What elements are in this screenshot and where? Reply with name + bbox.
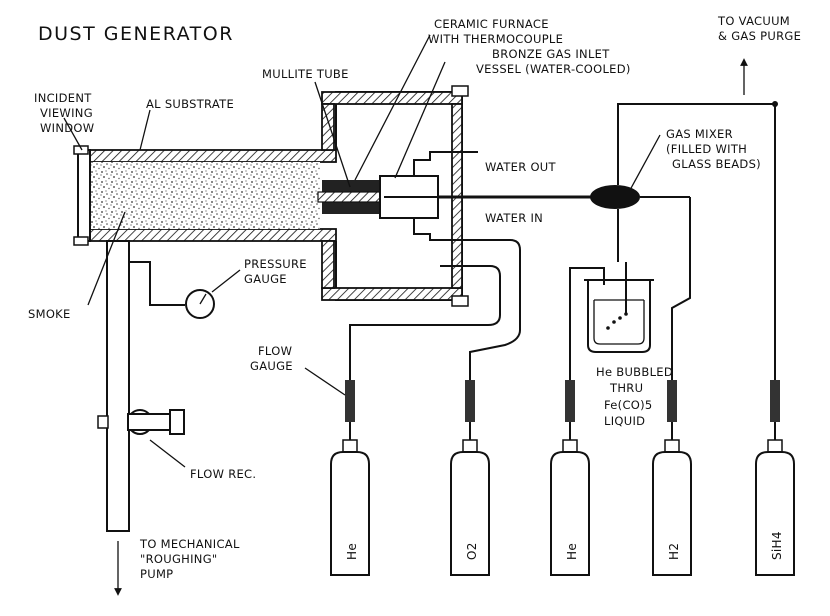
label-pressure-gauge-1: PRESSURE: [244, 257, 307, 271]
label-ceramic-furnace-1: CERAMIC FURNACE: [434, 17, 549, 31]
pump-line: [106, 240, 130, 596]
gas-mixer: [590, 185, 640, 209]
flow-gauge-he-bubbler: [565, 380, 575, 422]
label-he-bubbled-4: LIQUID: [604, 414, 645, 428]
label-water-in: WATER IN: [485, 211, 543, 225]
label-ceramic-furnace-2: WITH THERMOCOUPLE: [428, 32, 563, 46]
cylinder-label-h2: H2: [667, 543, 681, 560]
label-mullite-tube: MULLITE TUBE: [262, 67, 349, 81]
label-vacuum-2: & GAS PURGE: [718, 29, 801, 43]
flow-regulator[interactable]: [97, 409, 185, 435]
label-he-bubbled-2: THRU: [609, 381, 643, 395]
label-vacuum-1: TO VACUUM: [717, 14, 790, 28]
cylinder-label-he-1: He: [345, 543, 359, 560]
cylinder-label-o2: O2: [465, 542, 479, 560]
h2-line: [671, 197, 691, 440]
flow-gauge-he-left: [345, 380, 355, 422]
label-pump-1: TO MECHANICAL: [139, 537, 240, 551]
label-bronze-vessel-1: BRONZE GAS INLET: [492, 47, 610, 61]
label-gas-mixer-2: (FILLED WITH: [666, 142, 747, 156]
mullite-tube: [317, 191, 385, 203]
label-incident-2: VIEWING: [40, 106, 93, 120]
label-incident-3: WINDOW: [40, 121, 94, 135]
flow-gauge-sih4: [770, 380, 780, 422]
cylinder-he-1: [330, 439, 370, 576]
water-out-pipe: [413, 151, 478, 176]
label-pump-2: "ROUGHING": [140, 552, 218, 566]
label-flow-rec: FLOW REC.: [190, 467, 256, 481]
vacuum-line: [617, 103, 776, 448]
reaction-chamber: [73, 145, 337, 246]
label-he-bubbled-3: Fe(CO)5: [604, 398, 653, 412]
bubbler: [569, 209, 654, 440]
label-gas-mixer-1: GAS MIXER: [666, 127, 733, 141]
label-incident-1: INCIDENT: [34, 91, 92, 105]
cylinder-label-he-2: He: [565, 543, 579, 560]
label-flow-gauge-1: FLOW: [258, 344, 292, 358]
label-water-out: WATER OUT: [485, 160, 557, 174]
label-bronze-vessel-2: VESSEL (WATER-COOLED): [476, 62, 631, 76]
label-al-substrate: AL SUBSTRATE: [146, 97, 234, 111]
o2-line: [469, 239, 521, 440]
cylinder-he-2: [550, 439, 590, 576]
diagram-title: DUST GENERATOR: [38, 23, 234, 45]
cylinder-label-sih4: SiH4: [770, 531, 784, 560]
label-gas-mixer-3: GLASS BEADS): [672, 157, 761, 171]
cylinder-sih4: [755, 439, 795, 576]
label-he-bubbled-1: He BUBBLED: [596, 365, 673, 379]
label-pump-3: PUMP: [140, 567, 173, 581]
cylinder-h2: [652, 439, 692, 576]
label-pressure-gauge-2: GAUGE: [244, 272, 287, 286]
label-flow-gauge-2: GAUGE: [250, 359, 293, 373]
cylinder-o2: [450, 439, 490, 576]
ceramic-furnace: [322, 180, 380, 192]
viewing-window: [77, 149, 91, 242]
smoke-region: [88, 162, 320, 229]
label-smoke: SMOKE: [28, 307, 71, 321]
flow-gauge-h2: [667, 380, 677, 422]
flow-gauge-o2: [465, 380, 475, 422]
water-in-pipe: [413, 218, 478, 241]
he-line-left: [349, 265, 501, 440]
